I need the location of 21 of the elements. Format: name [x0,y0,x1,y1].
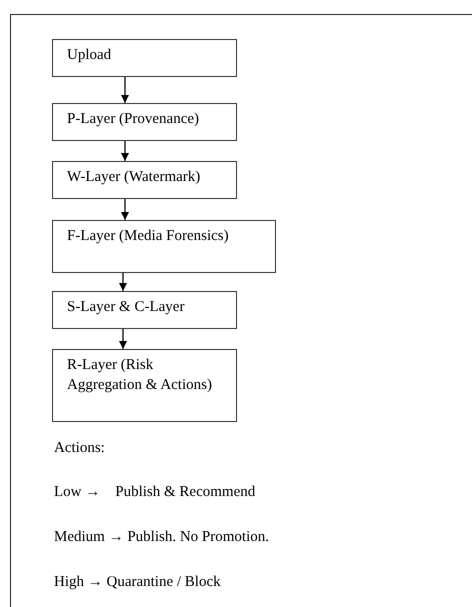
box-label: W-Layer (Watermark) [67,168,202,187]
box-label: F-Layer (Media Forensics) [67,227,230,246]
arrow [119,329,127,349]
action-text: High → Quarantine / Block [54,573,221,592]
arrow [121,77,129,103]
process-box [52,291,237,329]
box-label: P-Layer (Provenance) [67,110,200,129]
action-text: Actions: [54,439,105,458]
box-label: Upload [67,46,112,65]
box-label: S-Layer & C-Layer [67,298,186,317]
process-box [52,349,237,422]
arrow [119,273,127,291]
process-box [52,220,276,273]
action-text: Low → Publish & Recommend [54,483,256,502]
box-label: R-Layer (Risk Aggregation & Actions) [67,356,213,395]
arrow [121,141,129,161]
process-box [52,161,237,199]
arrow [121,199,129,220]
action-text: Medium → Publish. No Promotion. [54,528,270,547]
process-box [52,39,237,77]
process-box [52,103,237,141]
